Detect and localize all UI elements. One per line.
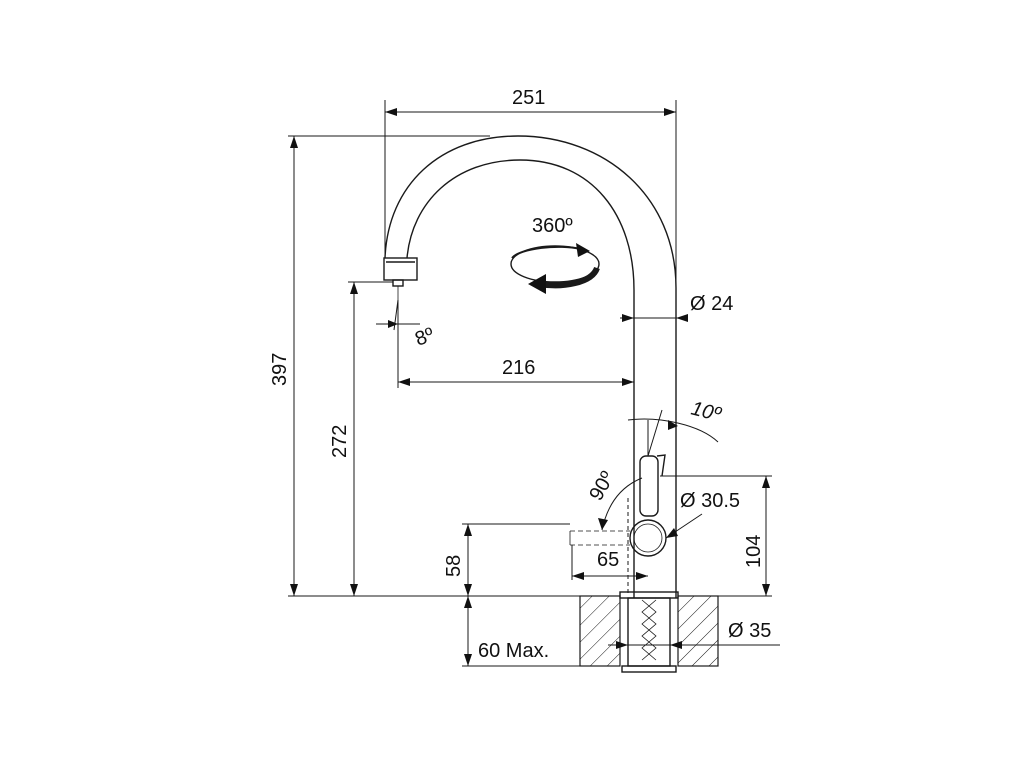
lever-tilt-label: 10º: [689, 398, 725, 427]
lever-handle: [569, 454, 667, 557]
rotation-label: 360º: [532, 215, 573, 237]
spout-height-label: 272: [329, 425, 351, 458]
worktop-thickness-label: 60 Max.: [478, 640, 549, 662]
dimension-lines: [288, 100, 780, 667]
spout: [383, 135, 677, 598]
lever-height-label: 58: [443, 555, 465, 577]
spout-angle-label: 8º: [412, 323, 437, 350]
lever-reach-label: 65: [597, 549, 619, 571]
rotation-arrow-icon: [510, 243, 600, 294]
spout-reach-label: 216: [502, 357, 535, 379]
handle-diameter-label: Ø 30.5: [680, 490, 740, 512]
overall-height-label: 397: [269, 353, 291, 386]
body-diameter-label: Ø 24: [690, 293, 733, 315]
worktop-section: [579, 591, 719, 673]
overall-width-label: 251: [512, 87, 545, 109]
hole-diameter-label: Ø 35: [728, 620, 771, 642]
lever-swing-label: 90º: [585, 467, 619, 504]
handle-height-label: 104: [743, 535, 765, 568]
